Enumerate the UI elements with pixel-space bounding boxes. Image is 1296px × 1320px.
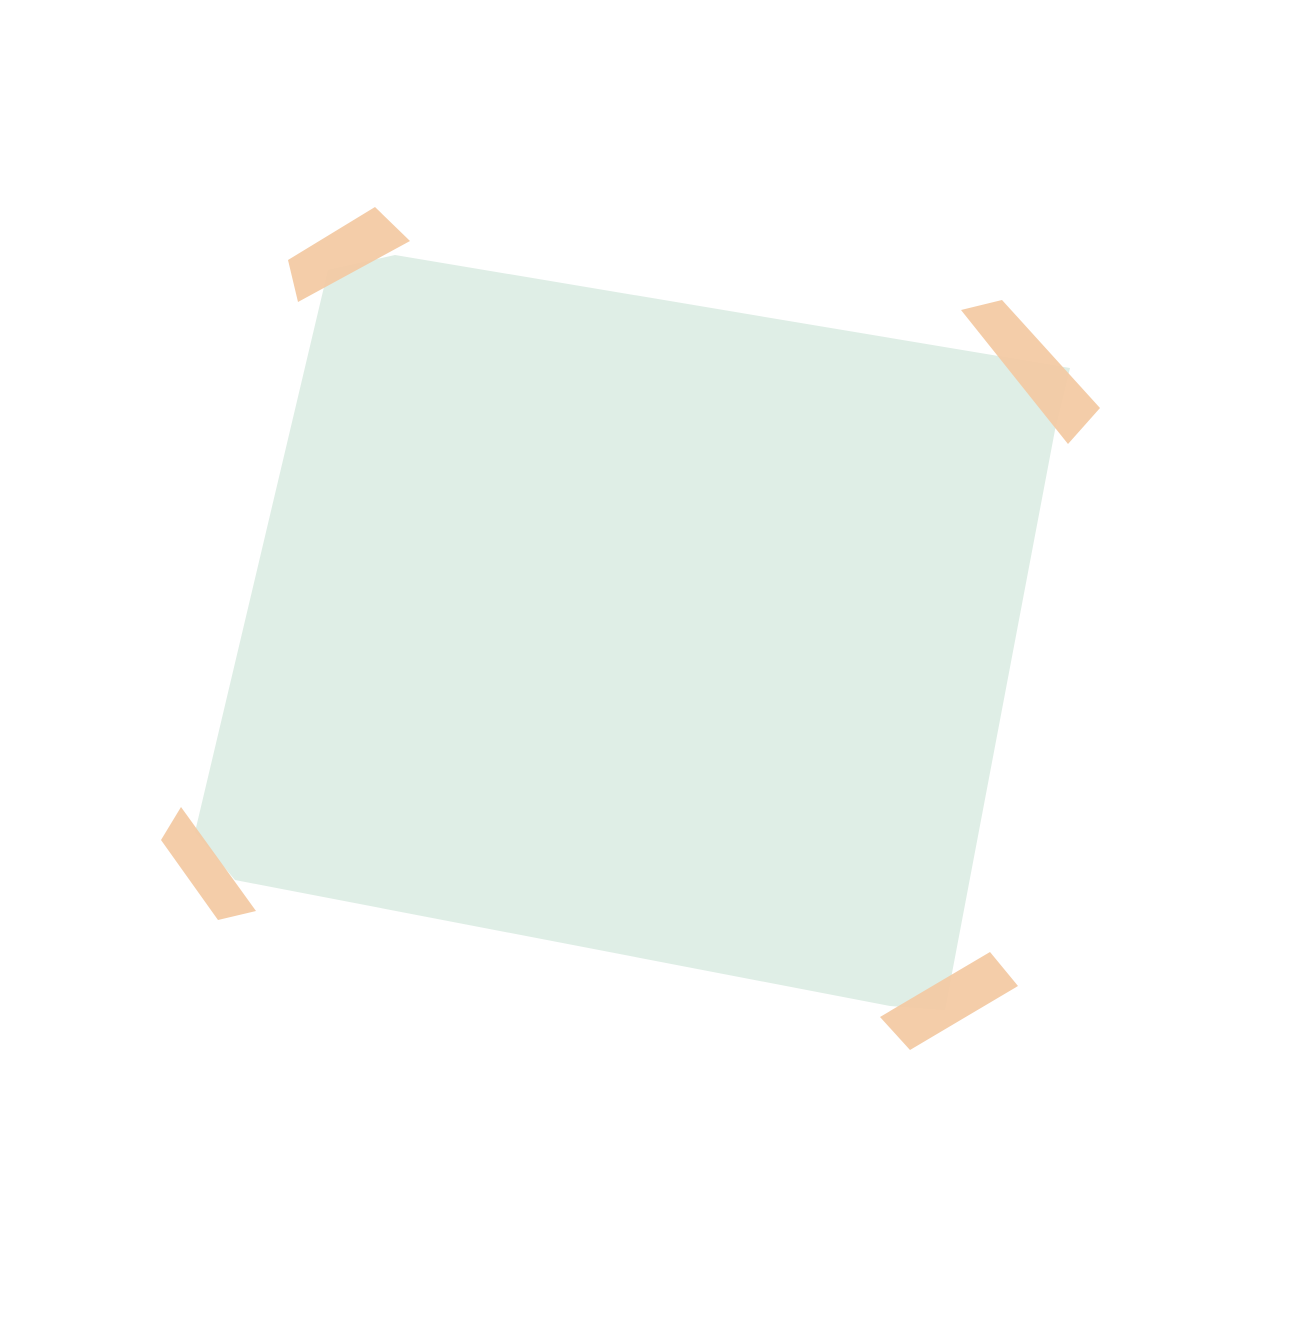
note-card: [195, 255, 1070, 1010]
tape-bottom-left: [161, 807, 256, 920]
tape-top-left: [288, 207, 410, 302]
tape-bottom-right: [880, 952, 1018, 1050]
tape-top-right: [961, 300, 1100, 444]
